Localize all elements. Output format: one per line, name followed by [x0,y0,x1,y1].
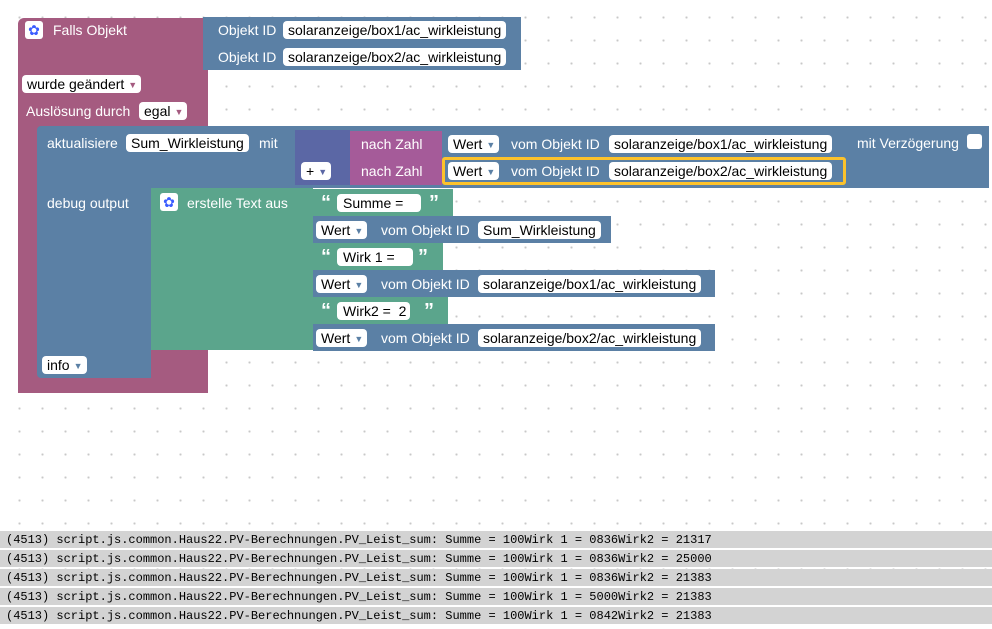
console-line: (4513) script.js.common.Haus22.PV-Berech… [0,607,992,625]
chevron-down-icon: ▼ [73,361,83,371]
debug-block[interactable] [37,188,151,378]
from-object-label: vom Objekt ID [511,136,600,152]
object-id-label: Objekt ID [218,22,277,38]
trigger-dropdown[interactable]: egal▼ [139,102,188,120]
text-item-value-1[interactable]: Summe = [337,194,422,212]
debug-level-value: info [47,357,70,373]
update-with-label: mit [259,135,278,151]
value-dropdown[interactable]: Wert▼ [316,221,368,239]
operator-dropdown[interactable]: +▼ [301,162,332,180]
from-object-label: vom Objekt ID [511,163,600,179]
value-dropdown[interactable]: Wert▼ [316,329,368,347]
value-label: Wert [321,276,351,292]
value-label: Wert [453,136,483,152]
value-object-id[interactable]: solaranzeige/box2/ac_wirkleistung [478,329,702,347]
from-object-label: vom Objekt ID [381,276,470,292]
create-text-block[interactable] [151,188,313,350]
open-quote-icon: “ [321,300,331,322]
object-id-field-1[interactable]: solaranzeige/box1/ac_wirkleistung [283,21,507,39]
value-dropdown-2[interactable]: Wert▼ [448,162,500,180]
gear-icon[interactable]: ✿ [25,21,43,39]
chevron-down-icon: ▼ [354,334,364,344]
to-number-label: nach Zahl [361,163,423,179]
to-number-block-1[interactable] [350,131,442,158]
value-object-id[interactable]: Sum_Wirkleistung [478,221,601,239]
chevron-down-icon: ▼ [354,280,364,290]
trigger-title: Falls Objekt [53,22,127,38]
trigger-label: Auslösung durch [26,103,131,119]
close-quote-icon: ” [424,300,434,322]
change-mode-dropdown[interactable]: wurde geändert▼ [22,75,142,93]
value-object-id-1[interactable]: solaranzeige/box1/ac_wirkleistung [609,135,833,153]
debug-level-dropdown[interactable]: info▼ [42,356,87,374]
chevron-down-icon: ▼ [318,167,328,177]
delay-label: mit Verzögerung [857,135,959,151]
console-line: (4513) script.js.common.Haus22.PV-Berech… [0,550,992,568]
object-id-field-2[interactable]: solaranzeige/box2/ac_wirkleistung [283,48,507,66]
create-text-label: erstelle Text aus [187,195,288,211]
to-number-label: nach Zahl [361,136,423,152]
value-label: Wert [453,163,483,179]
chevron-down-icon: ▼ [174,107,184,117]
from-object-label: vom Objekt ID [381,330,470,346]
open-quote-icon: “ [321,192,331,214]
chevron-down-icon: ▼ [128,80,138,90]
update-variable[interactable]: Sum_Wirkleistung [126,134,249,152]
change-mode-value: wurde geändert [27,76,125,92]
open-quote-icon: “ [321,246,331,268]
console-line: (4513) script.js.common.Haus22.PV-Berech… [0,588,992,606]
to-number-block-2[interactable] [350,158,442,185]
operator-value: + [306,163,315,179]
trigger-value: egal [144,103,171,119]
chevron-down-icon: ▼ [486,167,496,177]
gear-icon[interactable]: ✿ [160,193,178,211]
value-dropdown[interactable]: Wert▼ [316,275,368,293]
chevron-down-icon: ▼ [486,140,496,150]
debug-label: debug output [47,195,129,211]
close-quote-icon: ” [418,246,428,268]
text-item-value-5[interactable]: Wirk2 = 2 [337,302,411,320]
close-quote-icon: ” [429,192,439,214]
value-label: Wert [321,222,351,238]
trigger-block-bottom [18,378,208,393]
console-line: (4513) script.js.common.Haus22.PV-Berech… [0,569,992,587]
value-object-id[interactable]: solaranzeige/box1/ac_wirkleistung [478,275,702,293]
object-id-label: Objekt ID [218,49,277,65]
value-object-id-2[interactable]: solaranzeige/box2/ac_wirkleistung [609,162,833,180]
delay-checkbox[interactable] [967,134,982,149]
from-object-label: vom Objekt ID [381,222,470,238]
text-item-value-3[interactable]: Wirk 1 = [337,248,413,266]
value-dropdown-1[interactable]: Wert▼ [448,135,500,153]
chevron-down-icon: ▼ [354,226,364,236]
console-line: (4513) script.js.common.Haus22.PV-Berech… [0,531,992,549]
value-label: Wert [321,330,351,346]
update-label: aktualisiere [47,135,118,151]
